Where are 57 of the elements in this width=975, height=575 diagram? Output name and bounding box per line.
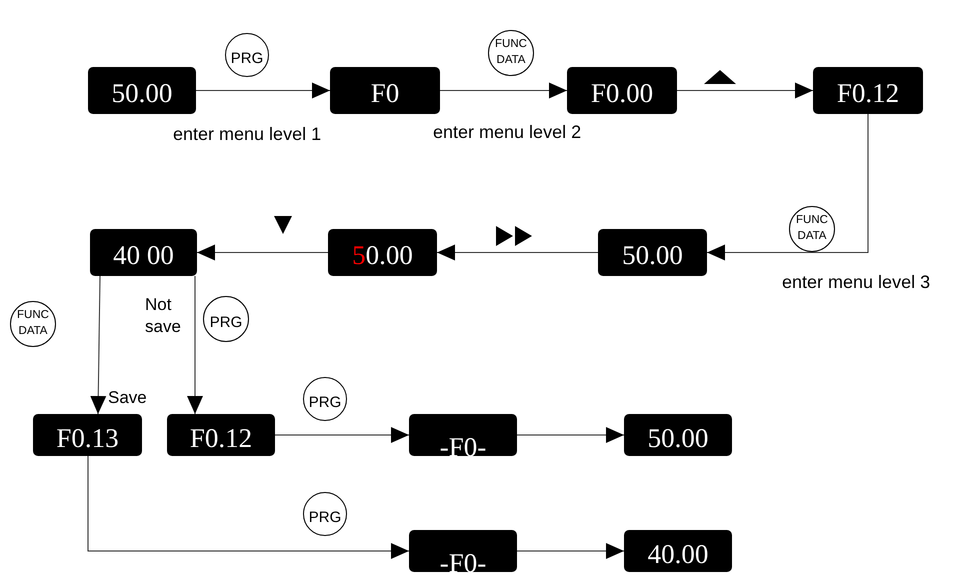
key-button-circle (303, 492, 347, 536)
key-button-circle (203, 296, 249, 342)
display-value: F0 (370, 80, 400, 107)
display-value: 40 00 (113, 242, 174, 269)
key-label: PRG (308, 508, 342, 528)
display-box (33, 414, 142, 456)
display-value: F0.00 (590, 80, 654, 107)
edge-label: Not save (145, 294, 182, 338)
display-value: 40.00 (648, 540, 708, 568)
key-button-circle (303, 377, 347, 421)
key-label: PRG (230, 48, 264, 69)
key-label: FUNC DATA (795, 213, 829, 244)
key-label: FUNC DATA (16, 308, 50, 339)
display-box (88, 67, 196, 114)
key-button-circle (225, 33, 269, 77)
arrow (90, 276, 106, 414)
display-box (567, 67, 677, 114)
display-value: 50.00 (352, 242, 413, 269)
display-box (624, 414, 732, 456)
key-button-circle (789, 206, 835, 252)
display-box (167, 414, 275, 456)
arrow (196, 244, 328, 260)
display-box (409, 414, 517, 456)
step-note: enter menu level 1 (173, 124, 322, 145)
display-value: F0.12 (836, 80, 900, 107)
edge-label: Save (108, 387, 148, 409)
display-box (409, 530, 517, 572)
arrow (187, 276, 203, 414)
display-value: F0.12 (190, 424, 252, 452)
display-box (624, 530, 732, 572)
key-button-circle (10, 301, 56, 347)
display-box (328, 229, 437, 276)
display-value: 50.00 (622, 242, 683, 269)
arrow (706, 114, 868, 260)
key-label: PRG (308, 392, 342, 413)
display-value: 50.00 (648, 424, 708, 452)
key-label: PRG (210, 312, 242, 333)
display-box (330, 67, 440, 114)
key-button-circle (488, 30, 534, 76)
arrow (516, 543, 624, 559)
display-value: -F0- (440, 434, 486, 461)
display-value: 50.00 (112, 80, 172, 107)
arrow (436, 244, 598, 260)
arrow (676, 82, 814, 98)
arrow (196, 82, 330, 98)
arrow (440, 82, 568, 98)
display-value: -F0- (440, 550, 486, 575)
display-box (598, 229, 707, 276)
display-box (813, 67, 923, 114)
step-note: enter menu level 2 (433, 122, 582, 143)
arrow (88, 456, 410, 559)
step-note: enter menu level 3 (782, 272, 930, 293)
display-value: F0.13 (56, 424, 119, 452)
arrow (274, 427, 410, 443)
arrow (516, 427, 624, 443)
key-label: FUNC DATA (494, 37, 528, 68)
display-box (90, 229, 197, 276)
